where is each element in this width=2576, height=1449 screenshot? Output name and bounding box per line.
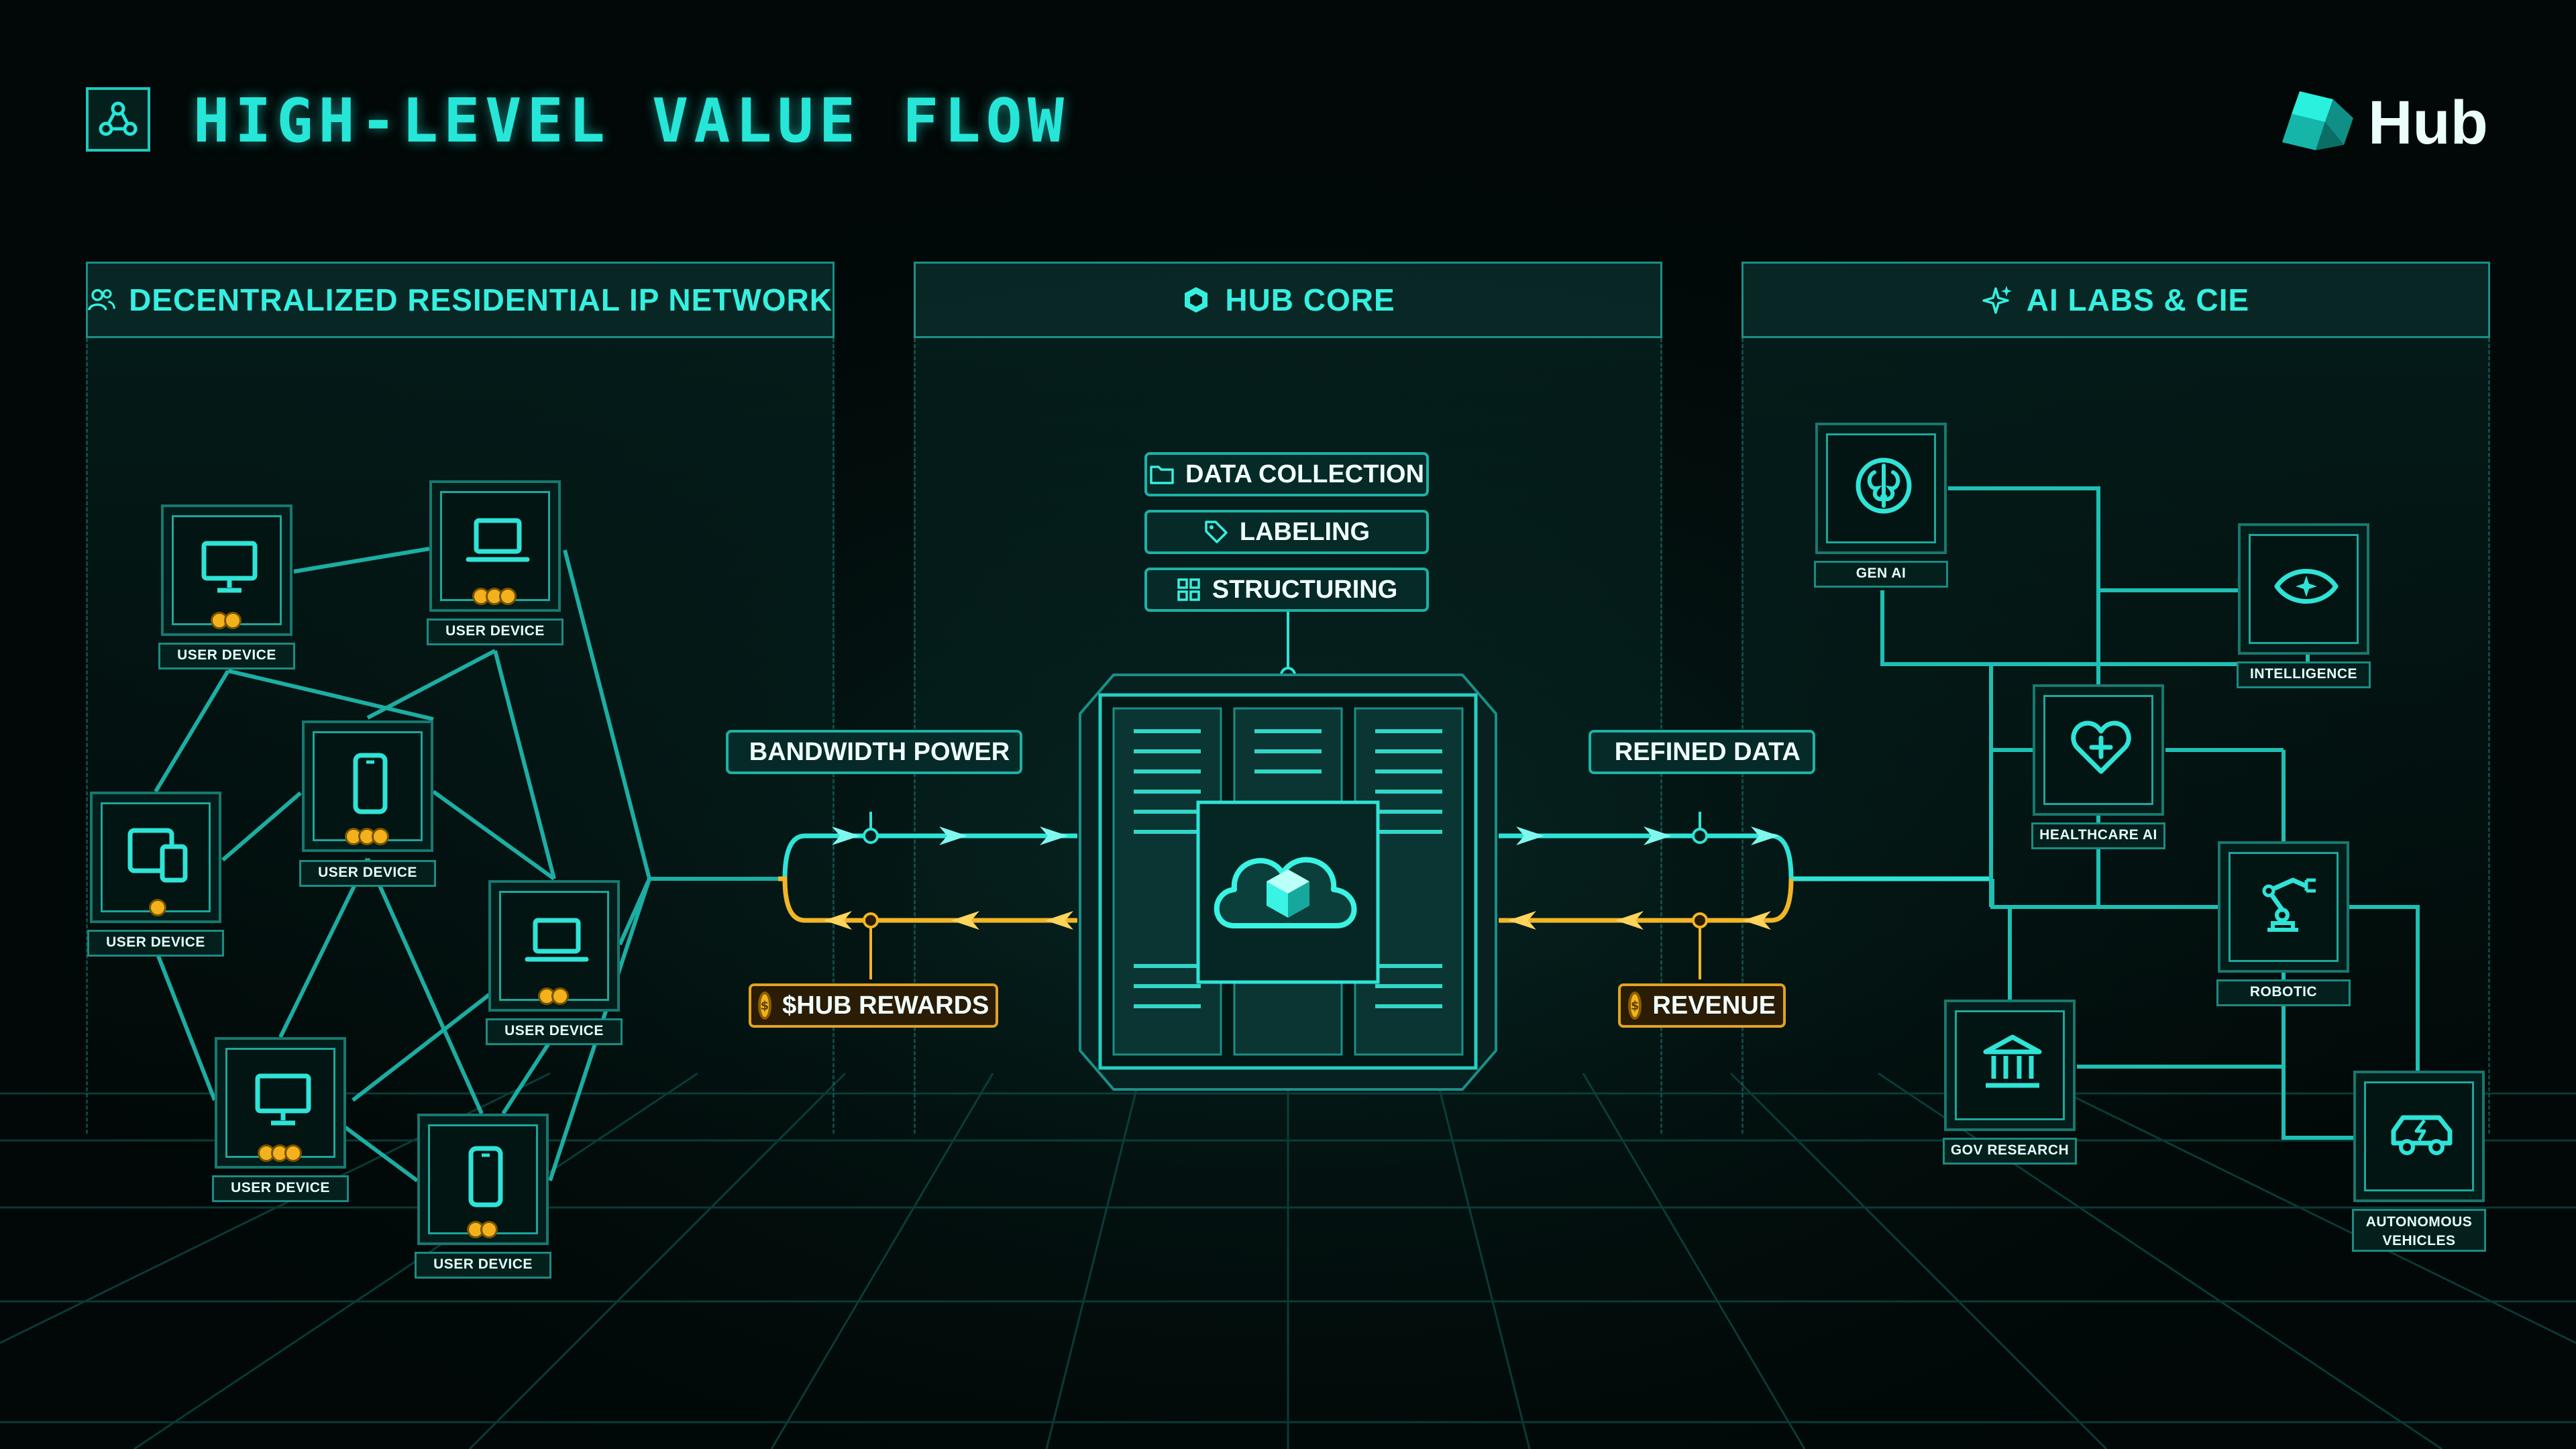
lab-gen-ai-node [1815,423,1947,554]
grid-icon [1177,578,1200,601]
lab-label: ROBOTIC [2216,979,2351,1006]
user-device-node [429,480,561,612]
lab-label-line1: AUTONOMOUS [2365,1214,2473,1230]
refined-data-chip: REFINED DATA [1589,730,1815,774]
page-title: HIGH-LEVEL VALUE FLOW [193,86,1069,156]
hub-logo-icon [2282,91,2353,150]
network-panel-title: DECENTRALIZED RESIDENTIAL IP NETWORK [129,282,833,317]
step-label: LABELING [1239,517,1371,546]
network-panel-header: DECENTRALIZED RESIDENTIAL IP NETWORK [86,262,835,338]
step-label: STRUCTURING [1212,575,1398,604]
user-device-node [90,792,221,923]
user-device-node [302,720,433,852]
device-label: USER DEVICE [299,860,436,887]
folder-icon [1150,466,1174,484]
hub-core-server [1079,674,1497,1091]
device-label: USER DEVICE [212,1175,349,1202]
eye-icon [2274,569,2339,604]
device-label: USER DEVICE [415,1252,551,1279]
step-structuring: STRUCTURING [1144,568,1429,612]
lab-robotic-node [2218,841,2349,973]
lab-label: GEN AI [1814,561,1948,588]
reward-coins [149,899,166,916]
revenue-label: REVENUE [1652,991,1776,1020]
step-labeling: LABELING [1144,510,1429,554]
tag-icon [1205,521,1228,543]
reward-coins [472,588,517,605]
brand-name: Hub [2368,89,2488,157]
sparkle-icon [1982,286,2012,314]
lab-label-autonomous: AUTONOMOUS VEHICLES [2352,1209,2486,1252]
phone-icon [468,1146,503,1208]
lab-label: HEALTHCARE AI [2031,822,2165,849]
lab-label: GOV RESEARCH [1943,1138,2077,1165]
laptop-icon [525,918,589,962]
reward-coins [467,1221,498,1238]
monitor-icon [201,541,258,593]
title-icon-frame [86,87,150,152]
core-panel-title: HUB CORE [1225,282,1395,317]
flow-arrows [824,826,1779,930]
coin-icon: $ [1627,991,1642,1020]
labs-panel-header: AI LABS & CIE [1741,262,2490,338]
cloud-cube-icon [1214,857,1357,928]
reward-coins [538,987,569,1005]
users-icon [88,288,115,311]
refined-data-label: REFINED DATA [1614,737,1801,766]
value-flow-icon [99,101,138,136]
user-device-node [215,1037,346,1169]
lab-autonomous-vehicles-node [2353,1071,2485,1202]
bandwidth-power-chip: BANDWIDTH POWER [726,730,1022,774]
network-panel-body [86,338,835,1134]
core-panel-header: HUB CORE [914,262,1662,338]
tablet-phone-icon [127,828,188,883]
step-data-collection: DATA COLLECTION [1144,452,1429,496]
device-label: USER DEVICE [158,643,295,669]
government-building-icon [1983,1034,2042,1088]
lab-healthcare-ai-node [2033,684,2164,816]
hub-logo-icon [1185,287,1208,313]
hub-rewards-label: $HUB REWARDS [782,991,989,1020]
reward-coins [345,828,389,845]
bandwidth-power-label: BANDWIDTH POWER [749,737,1010,766]
network-panel: DECENTRALIZED RESIDENTIAL IP NETWORK [86,262,835,1134]
reward-coins [211,612,241,629]
check-circle-icon [1603,751,1604,753]
lab-label-line2: VEHICLES [2382,1233,2456,1248]
step-label: DATA COLLECTION [1185,460,1425,488]
lab-label: INTELLIGENCE [2237,661,2371,688]
brain-chip-icon [1856,458,1912,514]
user-device-node [161,504,292,636]
reward-coins [258,1144,302,1162]
revenue-chip: $ REVENUE [1618,983,1786,1028]
laptop-icon [466,518,530,562]
coin-icon: $ [757,991,772,1020]
monitor-icon [255,1073,311,1126]
labs-panel-title: AI LABS & CIE [2026,282,2250,317]
device-label: USER DEVICE [486,1018,623,1045]
phone-icon [353,753,388,814]
robot-arm-icon [2262,877,2316,932]
lab-gov-research-node [1944,1000,2076,1131]
device-label: USER DEVICE [87,930,224,957]
hub-rewards-chip: $ $HUB REWARDS [749,983,998,1028]
electric-car-icon [2391,1115,2453,1155]
lab-intelligence-node [2238,523,2369,655]
heart-plus-icon [2071,720,2131,774]
device-label: USER DEVICE [427,619,564,645]
user-device-node [417,1114,549,1245]
user-device-node [488,880,620,1012]
